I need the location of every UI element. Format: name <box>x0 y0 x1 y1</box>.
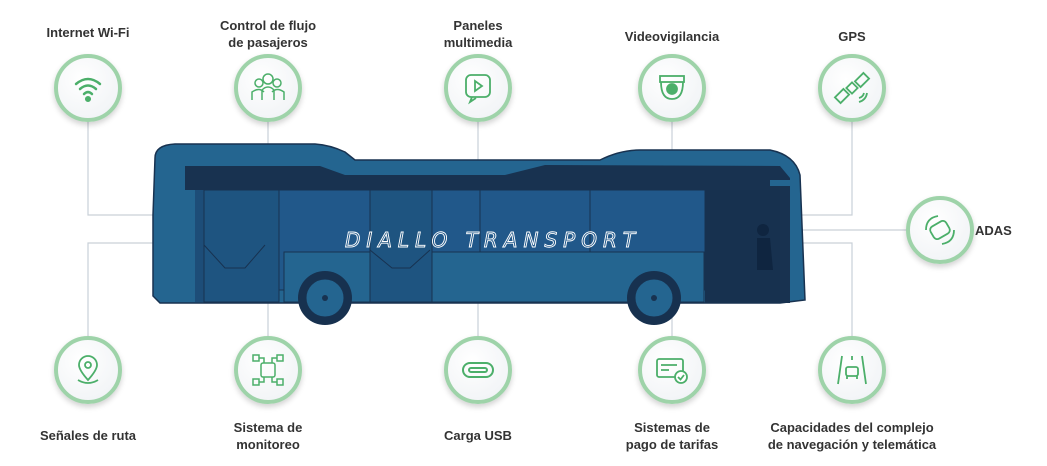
node-route-signs <box>54 336 122 404</box>
passengers-icon <box>251 73 285 100</box>
label-usb: Carga USB <box>444 428 512 443</box>
label-route-signs: Señales de ruta <box>39 428 137 443</box>
camera-icon <box>659 75 685 100</box>
chip-icon <box>252 354 284 386</box>
node-gps <box>818 54 886 122</box>
label-video: Videovigilancia <box>624 29 720 44</box>
label-passenger-flow: Control de flujo de pasajeros <box>219 18 317 50</box>
payment-card-icon <box>656 358 688 384</box>
node-wifi <box>54 54 122 122</box>
wheel-front <box>627 271 681 325</box>
multimedia-icon <box>465 74 491 105</box>
wheel-rear <box>298 271 352 325</box>
node-usb <box>444 336 512 404</box>
label-multimedia: Paneles multimedia <box>443 18 513 50</box>
label-gps: GPS <box>838 29 866 44</box>
map-pin-icon <box>77 355 99 384</box>
road-car-icon <box>837 355 867 385</box>
node-monitoring <box>234 336 302 404</box>
node-camera <box>638 54 706 122</box>
label-wifi: Internet Wi-Fi <box>46 25 130 40</box>
label-telematics: Capacidades del complejo de navegación y… <box>767 420 937 452</box>
satellite-icon <box>833 71 871 105</box>
label-monitoring: Sistema de monitoreo <box>233 420 303 452</box>
bus-brand-text: DIALLO TRANSPORT <box>345 228 641 252</box>
usb-icon <box>462 362 494 378</box>
car-assist-icon <box>925 215 955 245</box>
node-adas <box>906 196 974 264</box>
label-payment: Sistemas de pago de tarifas <box>625 420 719 452</box>
node-multimedia <box>444 54 512 122</box>
node-passengers <box>234 54 302 122</box>
wifi-icon <box>74 77 102 103</box>
node-payment <box>638 336 706 404</box>
node-telematics <box>818 336 886 404</box>
label-adas: ADAS <box>975 223 1012 238</box>
